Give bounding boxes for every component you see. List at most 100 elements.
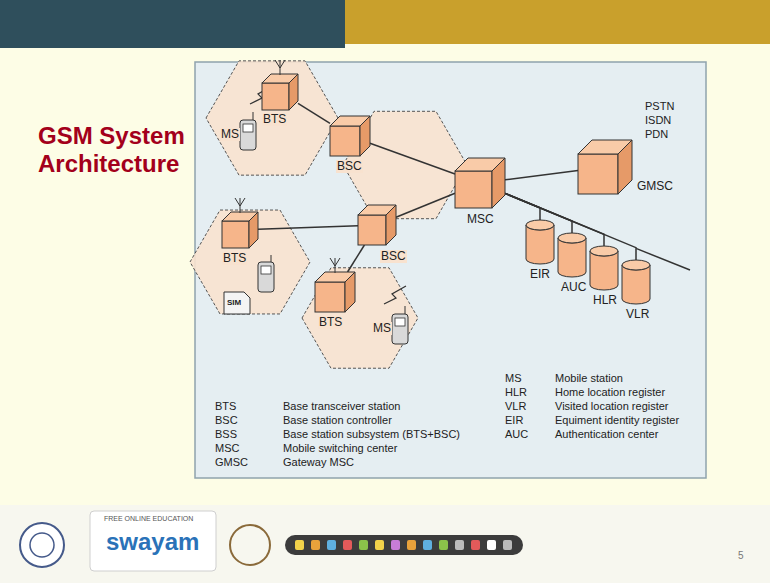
cylinder-body — [526, 225, 554, 264]
connector-line — [505, 193, 540, 220]
node-shape — [330, 116, 370, 156]
bottom-bar — [0, 505, 770, 583]
box-side — [618, 140, 632, 194]
sim-label: SIM — [227, 298, 241, 307]
phone-body — [240, 120, 256, 150]
sim-card — [224, 292, 250, 314]
node-shape — [578, 140, 632, 194]
legend-cell: Gateway MSC — [283, 456, 354, 469]
box-front — [222, 221, 249, 248]
antenna — [275, 60, 285, 75]
node-shape — [526, 220, 554, 264]
connector-line — [348, 245, 365, 272]
cell-outline — [206, 61, 338, 175]
toolbar-icon — [503, 540, 512, 550]
legend-cell: GMSC — [215, 456, 248, 469]
register-database: HLR — [590, 246, 618, 290]
node-label: GMSC — [636, 180, 674, 193]
phone-antenna — [271, 255, 272, 262]
node-shape — [222, 212, 258, 248]
page-number: 5 — [738, 550, 744, 562]
logo-text: FREE ONLINE EDUCATION — [104, 515, 193, 523]
toolbar-icon — [391, 540, 400, 550]
node-shape — [240, 118, 256, 150]
phone-body — [258, 262, 274, 292]
mobile-phone — [258, 255, 274, 292]
box-side — [386, 205, 396, 245]
network-name: ISDN — [645, 114, 671, 127]
node-label: VLR — [625, 308, 650, 321]
phone-antenna — [253, 112, 254, 120]
swayam-logo — [90, 511, 216, 571]
institute-emblem — [20, 523, 64, 567]
toolbar-icon — [487, 540, 496, 550]
node-shape — [392, 312, 408, 344]
cell-group — [190, 61, 467, 368]
node-shape — [622, 260, 650, 304]
toolbar-icon — [471, 540, 480, 550]
legend-cell: MSC — [215, 442, 239, 455]
legend-cell: Base station subsystem (BTS+BSC) — [283, 428, 460, 441]
toolbar-icon — [295, 540, 304, 550]
connector-line — [396, 193, 455, 217]
legend-cell: HLR — [505, 386, 527, 399]
legend-cell: AUC — [505, 428, 528, 441]
box-side — [360, 116, 370, 156]
top-bar — [345, 0, 770, 44]
network-box: BTS — [315, 272, 355, 312]
network-box: BTS — [262, 74, 298, 110]
logo-text: swayam — [106, 528, 199, 556]
legend-cell: BSC — [215, 414, 238, 427]
slide-title: GSM System Architecture — [38, 122, 198, 178]
box-front — [330, 126, 360, 156]
legend-cell: EIR — [505, 414, 523, 427]
antenna — [330, 258, 340, 273]
network-box: BSC — [358, 205, 396, 245]
box-front — [455, 171, 492, 208]
register-database: AUC — [558, 233, 586, 277]
node-shape — [558, 233, 586, 277]
node-label: AUC — [560, 281, 587, 294]
toolbar-icon — [439, 540, 448, 550]
legend-cell: Authentication center — [555, 428, 658, 441]
legend-cell: Equiment identity register — [555, 414, 679, 427]
diagram-panel — [195, 62, 706, 478]
box-side — [289, 74, 298, 110]
legend-cell: BTS — [215, 400, 236, 413]
phone-screen — [243, 124, 253, 132]
legend-cell: Mobile switching center — [283, 442, 397, 455]
toolbar-icons — [295, 540, 512, 550]
legend-cell: VLR — [505, 400, 526, 413]
node-shape — [590, 246, 618, 290]
toolbar-icon — [343, 540, 352, 550]
box-side — [345, 272, 355, 312]
radio-link — [384, 286, 406, 304]
mobile-station: MS — [392, 312, 408, 344]
node-label: BTS — [262, 113, 287, 126]
box-front — [315, 282, 345, 312]
phone-body — [392, 314, 408, 344]
toolbar-icon — [423, 540, 432, 550]
connector-line — [258, 226, 358, 230]
node-label: BTS — [318, 316, 343, 329]
cell-outline — [190, 210, 310, 314]
node-label: MS — [372, 322, 392, 335]
node-label: MSC — [466, 213, 495, 226]
network-name: PSTN — [645, 100, 674, 113]
cylinder-body — [558, 238, 586, 277]
connector-line — [298, 103, 330, 123]
cylinder-body — [590, 251, 618, 290]
toolbar-icon — [327, 540, 336, 550]
legend-cell: Mobile station — [555, 372, 623, 385]
node-label: BSC — [336, 160, 363, 173]
cylinder-top — [558, 233, 586, 243]
legend-cell: Base station controller — [283, 414, 392, 427]
box-side — [249, 212, 258, 248]
connector-line — [505, 170, 578, 179]
network-box: BSC — [330, 116, 370, 156]
box-side — [492, 158, 505, 208]
node-label: BSC — [380, 250, 407, 263]
